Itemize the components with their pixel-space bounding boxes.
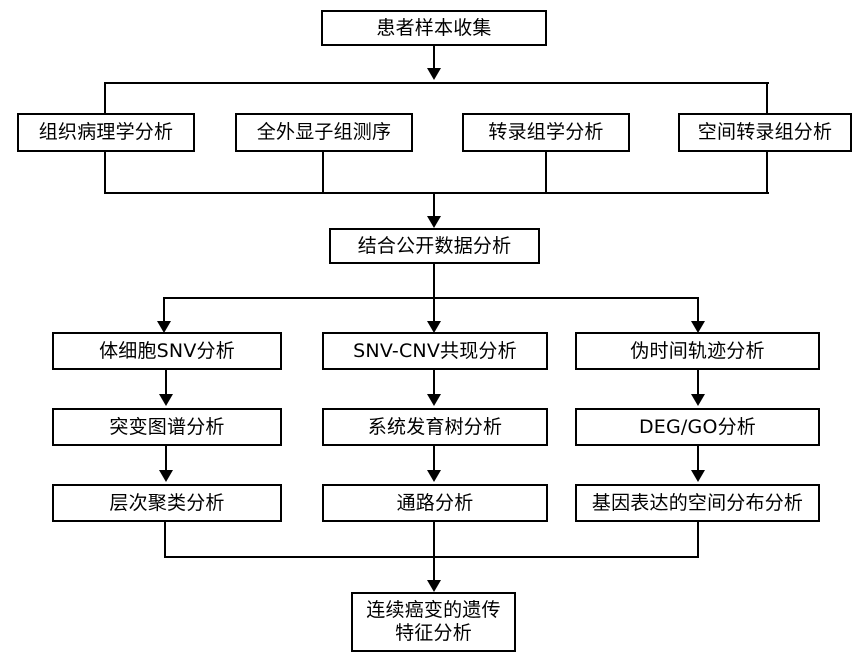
node-pathway-analysis[interactable]: 通路分析: [322, 484, 548, 522]
edge-n12-to-n15: [697, 446, 700, 472]
arrowhead-n8-to-n11: [427, 394, 441, 406]
edge-n5-to-bus2: [766, 152, 769, 194]
edge-n15-to-bus4: [697, 522, 700, 558]
edge-n13-to-bus4: [164, 522, 167, 558]
edge-bus4-to-n16: [433, 556, 436, 584]
edge-n2-to-bus2: [104, 152, 107, 194]
arrowhead-bus2-to-n6: [427, 216, 441, 228]
bus-bar-row3-to-columns: [164, 297, 699, 300]
arrowhead-n1-to-bus1: [427, 68, 441, 80]
node-snv-cnv-cooccurrence-analysis[interactable]: SNV-CNV共现分析: [322, 332, 548, 370]
arrowhead-bus3-to-n8: [427, 321, 441, 333]
edge-n3-to-bus2: [322, 152, 325, 194]
arrowhead-n7-to-n10: [159, 394, 173, 406]
arrowhead-n10-to-n13: [159, 470, 173, 482]
edge-bus3-right-drop: [697, 297, 700, 324]
arrowhead-n11-to-n14: [427, 470, 441, 482]
edge-bus1-left-drop: [104, 82, 107, 113]
edge-bus1-right-drop: [766, 82, 769, 113]
arrowhead-n12-to-n15: [691, 470, 705, 482]
bus-bar-row1-to-row2: [105, 82, 769, 85]
bus-bar-columns-to-final: [164, 556, 699, 559]
node-whole-exome-sequencing[interactable]: 全外显子组测序: [235, 113, 413, 152]
node-pseudotime-trajectory-analysis[interactable]: 伪时间轨迹分析: [575, 332, 820, 370]
edge-bus2-to-n6: [433, 192, 436, 220]
bus-bar-row2-to-row3: [105, 192, 769, 195]
edge-n4-to-bus2: [545, 152, 548, 194]
arrowhead-bus4-to-n16: [427, 580, 441, 592]
edge-n7-to-n10: [165, 370, 168, 396]
node-continuous-carcinogenesis-genetic-features[interactable]: 连续癌变的遗传 特征分析: [351, 592, 516, 652]
edge-n10-to-n13: [165, 446, 168, 472]
edge-bus3-left-drop: [163, 297, 166, 324]
arrowhead-bus3-to-n7: [157, 321, 171, 333]
node-mutation-landscape-analysis[interactable]: 突变图谱分析: [52, 408, 282, 446]
arrowhead-bus3-to-n9: [691, 321, 705, 333]
node-patient-sample-collection[interactable]: 患者样本收集: [321, 10, 547, 46]
edge-n1-to-bus1: [433, 46, 436, 70]
edge-n14-to-bus4: [433, 522, 436, 558]
node-somatic-snv-analysis[interactable]: 体细胞SNV分析: [52, 332, 282, 370]
node-transcriptome-analysis[interactable]: 转录组学分析: [462, 113, 630, 152]
node-spatial-transcriptome-analysis[interactable]: 空间转录组分析: [678, 113, 852, 152]
edge-n9-to-n12: [697, 370, 700, 396]
node-public-data-integration-analysis[interactable]: 结合公开数据分析: [329, 228, 540, 264]
edge-n6-to-bus3: [433, 264, 436, 298]
node-spatial-gene-expression-analysis[interactable]: 基因表达的空间分布分析: [575, 484, 820, 522]
arrowhead-n9-to-n12: [691, 394, 705, 406]
edge-n8-to-n11: [433, 370, 436, 396]
node-hierarchical-clustering-analysis[interactable]: 层次聚类分析: [52, 484, 282, 522]
node-phylogenetic-tree-analysis[interactable]: 系统发育树分析: [322, 408, 548, 446]
node-histopathology-analysis[interactable]: 组织病理学分析: [17, 113, 195, 152]
node-deg-go-analysis[interactable]: DEG/GO分析: [575, 408, 820, 446]
edge-n11-to-n14: [433, 446, 436, 472]
edge-bus3-middle-drop: [433, 297, 436, 324]
